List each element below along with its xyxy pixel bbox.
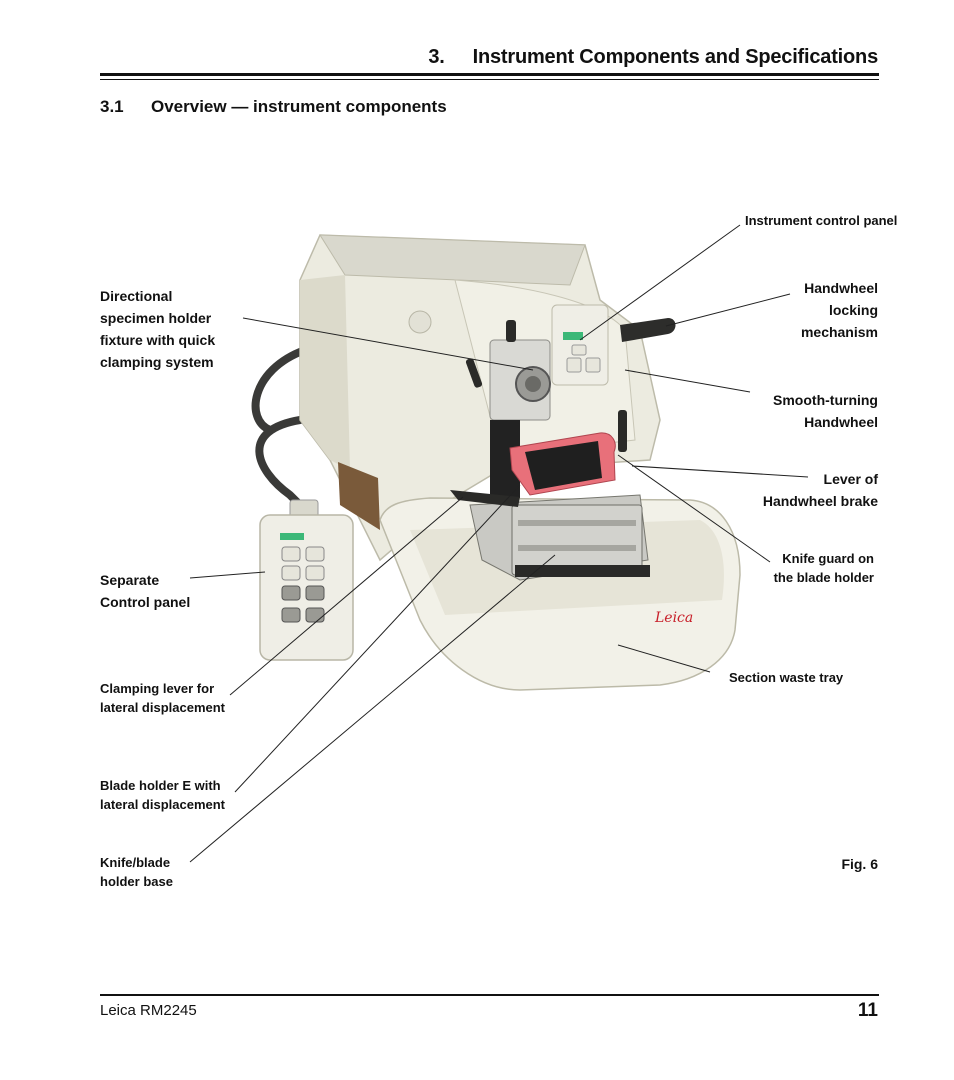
callout-section-waste-tray: Section waste tray (729, 670, 844, 685)
figure-label: Fig. 6 (841, 856, 878, 872)
header-rule-thick (100, 73, 879, 76)
section-title: 3.1 Overview — instrument components (100, 97, 447, 117)
callout-knife-guard: Knife guard on the blade holder (773, 551, 874, 585)
section-title-text: Overview — instrument components (151, 97, 447, 116)
tray-brand-mark: Leica (654, 610, 693, 626)
instrument-display (563, 332, 583, 340)
housing-port (408, 310, 432, 334)
callout-lever-brake: Lever of Handwheel brake (762, 471, 878, 509)
callout-instrument-control-panel: Instrument control panel (745, 213, 898, 228)
section-number: 3.1 (100, 97, 124, 116)
handwheel-knob (620, 318, 676, 342)
chapter-number: 3. (428, 46, 445, 68)
callout-directional-holder: Directional specimen holder fixture with… (100, 288, 216, 370)
footer-model: Leica RM2245 (100, 1002, 197, 1019)
clamping-lever-graphic (450, 490, 520, 507)
callout-handwheel-locking: Handwheel locking mechanism (800, 280, 878, 340)
callout-clamping-lever: Clamping lever for lateral displacement (100, 681, 225, 715)
specimen-knob (506, 320, 516, 342)
footer-rule (100, 994, 879, 996)
housing-side-shadow (300, 275, 350, 470)
callout-separate-control-panel: Separate Control panel (100, 572, 191, 610)
housing-top (319, 234, 586, 286)
blade-holder-body (511, 504, 643, 576)
header-rule-thin (100, 79, 879, 80)
callout-smooth-handwheel: Smooth-turning Handwheel (773, 392, 878, 430)
cable-upper (251, 346, 309, 434)
blade-holder-foot (515, 565, 650, 577)
chapter-title: 3. Instrument Components and Specificatio… (428, 46, 878, 69)
separate-panel-display (280, 533, 304, 540)
cable-lower (255, 416, 304, 509)
chapter-title-text: Instrument Components and Specifications (472, 46, 879, 68)
housing-brown-strip (338, 462, 380, 530)
brake-lever-graphic (618, 410, 627, 452)
page-number: 11 (857, 1000, 878, 1021)
leader-lines (189, 224, 809, 863)
callout-knife-base: Knife/blade holder base (100, 855, 173, 889)
callout-blade-holder-e: Blade holder E with lateral displacement (100, 778, 225, 812)
